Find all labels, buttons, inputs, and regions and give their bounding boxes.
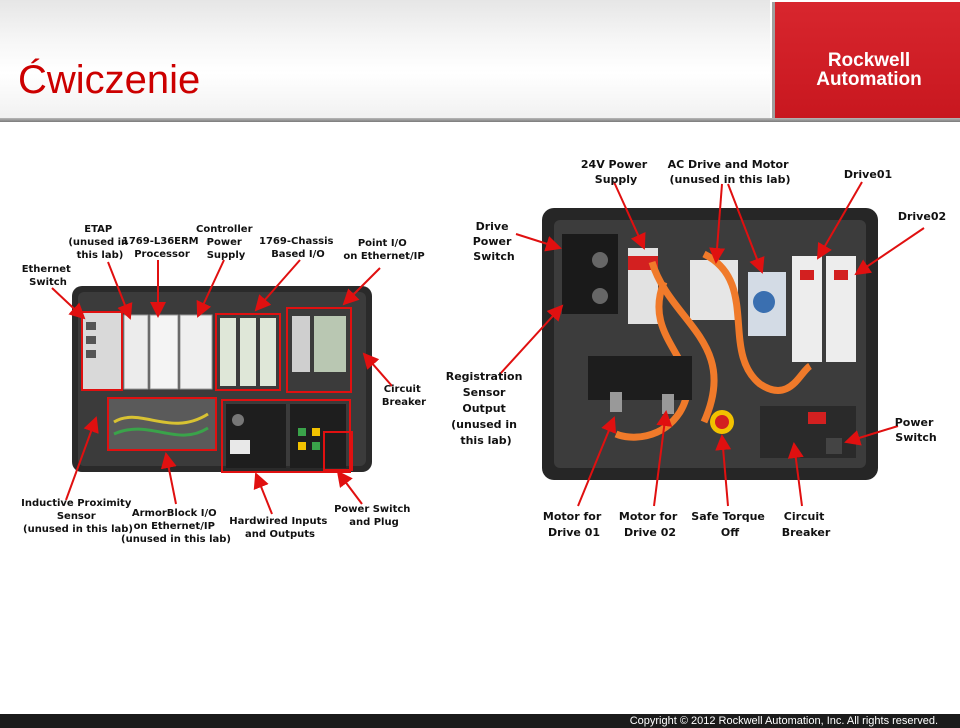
label-registration-sensor: Registration Sensor Output (unused in th… — [446, 370, 527, 447]
point-io-box — [286, 307, 352, 393]
controller-power-module — [179, 314, 213, 390]
orange-cable-3 — [648, 260, 718, 424]
left-control-panel — [72, 286, 372, 473]
label-chassis-io: 1769-Chassis Based I/O — [259, 236, 337, 260]
label-safe-torque: Safe Torque Off — [691, 510, 768, 539]
rockwell-logo: Rockwell Automation — [772, 2, 960, 118]
slide-header: Ćwiczenie Rockwell Automation — [0, 0, 960, 122]
label-motor2: Motor for Drive 02 — [619, 510, 681, 539]
equipment-diagram: Ethernet Switch ETAP (unused in this lab… — [21, 158, 946, 545]
label-inductive-sensor: Inductive Proximity Sensor (unused in th… — [21, 498, 135, 535]
label-drive-power-switch: Drive Power Switch — [473, 220, 516, 263]
right-drive-panel — [542, 208, 878, 480]
right-callout-arrows — [499, 181, 925, 507]
logo-line-2: Automation — [816, 69, 922, 90]
label-drive01: Drive01 — [844, 168, 892, 181]
left-labels: Ethernet Switch ETAP (unused in this lab… — [21, 224, 426, 545]
label-armorblock: ArmorBlock I/O on Ethernet/IP (unused in… — [121, 508, 231, 545]
orange-cable-2 — [702, 250, 813, 394]
label-ethernet-switch: Ethernet Switch — [22, 264, 75, 288]
processor-module — [149, 314, 179, 390]
label-power-switch: Power Switch — [895, 416, 938, 444]
label-circuit-breaker-left: Circuit Breaker — [382, 384, 426, 408]
hardwired-io-box — [221, 399, 351, 473]
copyright-text: Copyright © 2012 Rockwell Automation, In… — [629, 715, 938, 727]
motor-bay — [588, 356, 692, 400]
right-labels: 24V Power Supply AC Drive and Motor (unu… — [446, 158, 946, 539]
header-divider — [0, 118, 960, 122]
chassis-io-box — [215, 313, 281, 391]
label-point-io: Point I/O on Ethernet/IP — [343, 238, 424, 262]
slide-footer: Copyright © 2012 Rockwell Automation, In… — [0, 714, 960, 728]
left-callout-arrows — [51, 259, 393, 515]
label-processor: 1769-L36ERM Processor — [122, 236, 202, 260]
label-ac-drive: AC Drive and Motor (unused in this lab) — [668, 158, 793, 186]
label-24v-psu: 24V Power Supply — [581, 158, 651, 186]
logo-line-1: Rockwell — [827, 50, 911, 71]
armorblock-box — [107, 397, 217, 451]
label-power-switch-plug: Power Switch and Plug — [334, 504, 414, 528]
label-hardwired-io: Hardwired Inputs and Outputs — [229, 516, 331, 540]
slide-title: Ćwiczenie — [18, 58, 201, 102]
label-drive02: Drive02 — [898, 210, 946, 223]
label-controller-power: Controller Power Supply — [196, 224, 256, 261]
equipment-figure: Ethernet Switch ETAP (unused in this lab… — [0, 122, 960, 714]
ac-drive-module — [690, 260, 738, 320]
drive-power-switch-box — [562, 234, 618, 314]
label-motor1: Motor for Drive 01 — [543, 510, 605, 539]
etap-module — [123, 314, 149, 390]
power-plug-box — [323, 431, 353, 471]
label-circuit-breaker-right: Circuit Breaker — [782, 510, 831, 539]
header-background — [0, 0, 770, 122]
label-etap: ETAP (unused in this lab) — [68, 224, 131, 261]
